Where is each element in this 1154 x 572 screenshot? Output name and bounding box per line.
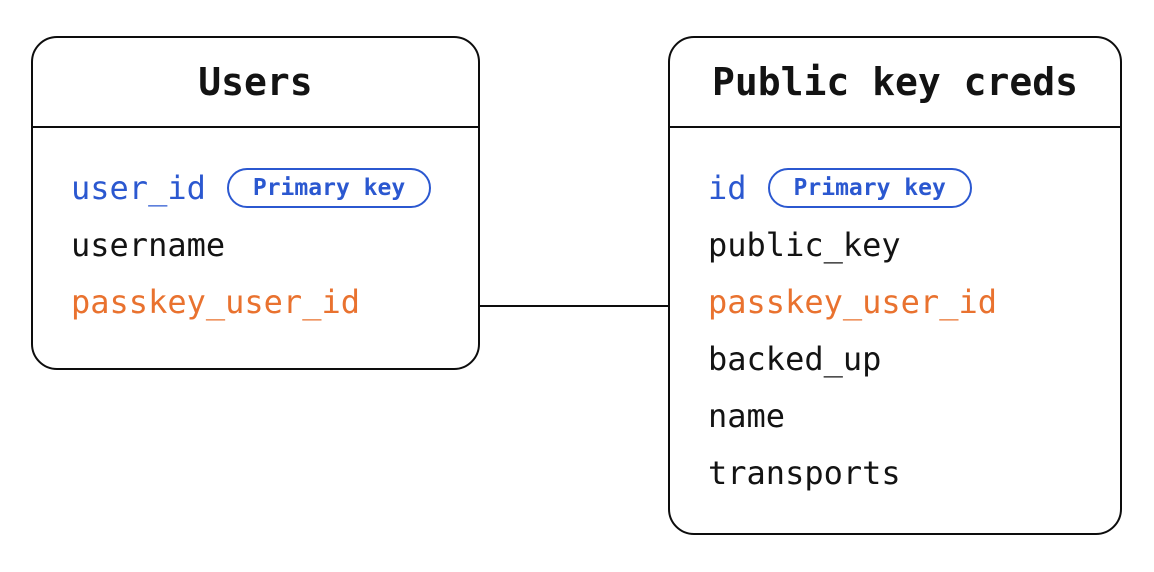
relationship-line	[478, 305, 670, 307]
field-name: public_key	[708, 225, 901, 264]
table-public-key-creds: Public key creds id Primary key public_k…	[668, 36, 1122, 535]
table-users-body: user_id Primary key username passkey_use…	[33, 128, 478, 330]
field-row-name: name	[708, 387, 1120, 444]
field-name-foreign-key: passkey_user_id	[71, 282, 360, 321]
field-row-passkey-user-id: passkey_user_id	[71, 273, 478, 330]
table-public-key-creds-header: Public key creds	[670, 38, 1120, 128]
table-public-key-creds-body: id Primary key public_key passkey_user_i…	[670, 128, 1120, 501]
table-users-title: Users	[198, 60, 313, 104]
table-users: Users user_id Primary key username passk…	[31, 36, 480, 370]
table-users-header: Users	[33, 38, 478, 128]
field-name: name	[708, 396, 786, 435]
table-public-key-creds-title: Public key creds	[711, 60, 1079, 104]
field-row-id: id Primary key	[708, 159, 1120, 216]
primary-key-badge: Primary key	[767, 167, 972, 208]
field-row-user-id: user_id Primary key	[71, 159, 478, 216]
field-name-foreign-key: passkey_user_id	[708, 282, 997, 321]
field-name-primary-key: user_id	[71, 168, 206, 207]
field-row-backed-up: backed_up	[708, 330, 1120, 387]
field-row-transports: transports	[708, 444, 1120, 501]
field-row-passkey-user-id: passkey_user_id	[708, 273, 1120, 330]
field-name: username	[71, 225, 226, 264]
field-row-public-key: public_key	[708, 216, 1120, 273]
field-name: transports	[708, 453, 901, 492]
primary-key-badge: Primary key	[226, 167, 432, 208]
field-name-primary-key: id	[708, 168, 747, 207]
field-name: backed_up	[708, 339, 882, 378]
field-row-username: username	[71, 216, 478, 273]
